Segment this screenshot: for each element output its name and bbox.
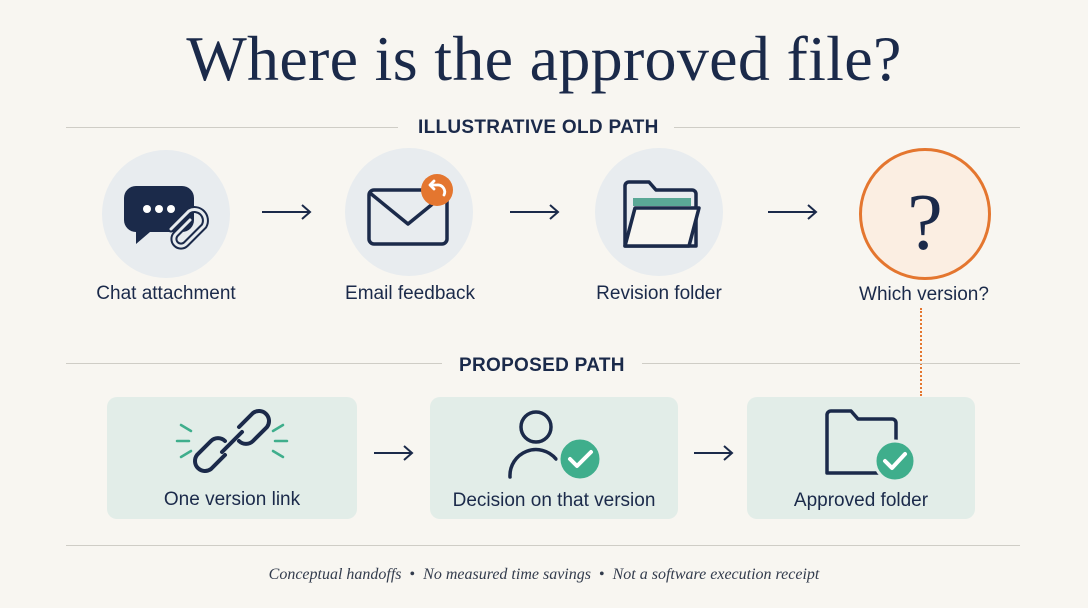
footer-note: Conceptual handoffs • No measured time sav… (0, 566, 1088, 584)
arrow-right-icon (262, 204, 312, 220)
arrow-right-icon (694, 445, 734, 461)
svg-text:?: ? (907, 179, 943, 267)
email-feedback-label: Email feedback (345, 283, 475, 304)
approved-folder-label: Approved folder (793, 490, 929, 511)
email-reply-icon (367, 174, 453, 246)
footer-item: Conceptual handoffs (268, 566, 402, 583)
question-mark-icon: ? (907, 179, 943, 267)
footer-item: No measured time savings (423, 566, 591, 583)
chat-attachment-icon (124, 186, 209, 250)
page-title: Where is the approved file? (186, 23, 902, 94)
which-version-label: Which version? (859, 284, 989, 305)
which-version-step: ? (859, 148, 991, 280)
decision-card: Decision on that version (430, 397, 678, 519)
connector-dotted-line (920, 308, 922, 396)
chat-attachment-label: Chat attachment (96, 283, 236, 304)
revision-folder-label: Revision folder (596, 283, 722, 304)
one-version-link-card: One version link (107, 397, 357, 519)
link-icon (175, 409, 289, 473)
user-check-icon (508, 410, 603, 482)
email-feedback-step (345, 148, 473, 276)
old-path-divider-right (674, 127, 1020, 128)
old-path-divider-left (66, 127, 398, 128)
arrow-right-icon (374, 445, 414, 461)
proposed-path-divider-right (642, 363, 1020, 364)
arrow-right-icon (510, 204, 560, 220)
footer-separator: • (409, 566, 416, 583)
old-path-heading: ILLUSTRATIVE OLD PATH (418, 117, 659, 138)
revision-folder-step (595, 148, 723, 276)
folder-check-icon (825, 409, 917, 483)
arrow-right-icon (768, 204, 818, 220)
open-folder-icon (623, 180, 701, 248)
proposed-path-divider-left (66, 363, 442, 364)
footer-separator: • (598, 566, 605, 583)
footer-item: Not a software execution receipt (612, 566, 820, 583)
approved-folder-card: Approved folder (747, 397, 975, 519)
footer-divider (66, 545, 1020, 546)
decision-label: Decision on that version (452, 490, 656, 511)
chat-attachment-step (102, 150, 230, 278)
proposed-path-heading: PROPOSED PATH (459, 355, 625, 376)
one-version-link-label: One version link (163, 489, 301, 510)
